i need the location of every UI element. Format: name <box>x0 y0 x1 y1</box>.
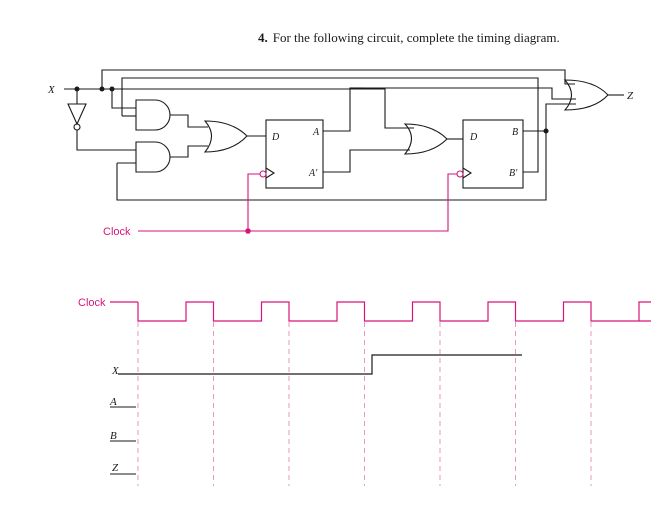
flip-flop-b <box>462 119 524 189</box>
circuit-input-label: X <box>47 84 56 96</box>
ffb-qn-label: B' <box>509 168 518 179</box>
circuit-output-label: Z <box>627 90 634 102</box>
ffb-clk-bubble <box>456 170 464 178</box>
ffa-q-label: A <box>312 127 320 138</box>
junction-inv <box>74 86 80 92</box>
ffb-q-label: B <box>512 127 518 138</box>
wire-ffa-q <box>323 87 576 132</box>
circuit-diagram: X Z Clock D A A' D B B' <box>47 69 634 238</box>
wire-and2-out <box>170 145 208 158</box>
circuit-clock-label: Clock <box>103 226 131 238</box>
wire-x-input <box>64 88 136 109</box>
wire-ffb-qn <box>121 77 539 173</box>
wire-b-to-or <box>545 103 576 131</box>
junction-x1 <box>99 86 105 92</box>
wire-x-to-ffb <box>112 88 414 129</box>
signal-label-a: A <box>109 396 117 408</box>
signal-x-waveform <box>118 354 522 375</box>
wire-ffa-qn <box>323 149 410 173</box>
and-gate-1 <box>135 99 171 131</box>
signal-label-b: B <box>110 430 117 442</box>
ffa-qn-label: A' <box>308 168 318 179</box>
clock-guides <box>137 322 592 486</box>
timing-clock-label: Clock <box>78 297 106 309</box>
inverter-triangle <box>67 103 87 126</box>
clock-wire-ffa <box>247 173 260 231</box>
and-gate-2 <box>135 141 171 173</box>
wire-b-feedback <box>116 131 547 201</box>
clock-waveform <box>137 301 651 322</box>
ffa-clk-triangle <box>265 167 276 179</box>
question-number: 4. <box>258 30 268 45</box>
question-text: For the following circuit, complete the … <box>272 30 560 45</box>
clock-wire <box>138 173 460 232</box>
junction-x2 <box>109 86 115 92</box>
clock-junction <box>245 228 251 234</box>
flip-flop-a <box>265 119 324 189</box>
or-gate-b <box>403 123 448 155</box>
ffb-clk-triangle <box>462 167 473 179</box>
signal-label-x: X <box>111 365 120 377</box>
wire-x-top <box>101 69 575 89</box>
ffa-clk-bubble <box>259 170 267 178</box>
wire-inverter-out <box>76 130 136 151</box>
question-title: 4. For the following circuit, complete th… <box>258 30 560 46</box>
ffb-d-label: D <box>469 132 478 143</box>
or-gate-output <box>563 79 609 111</box>
signal-label-z: Z <box>112 462 119 474</box>
or-gate-a <box>203 120 248 153</box>
wire-and1-out <box>170 114 208 128</box>
ffa-d-label: D <box>271 132 280 143</box>
